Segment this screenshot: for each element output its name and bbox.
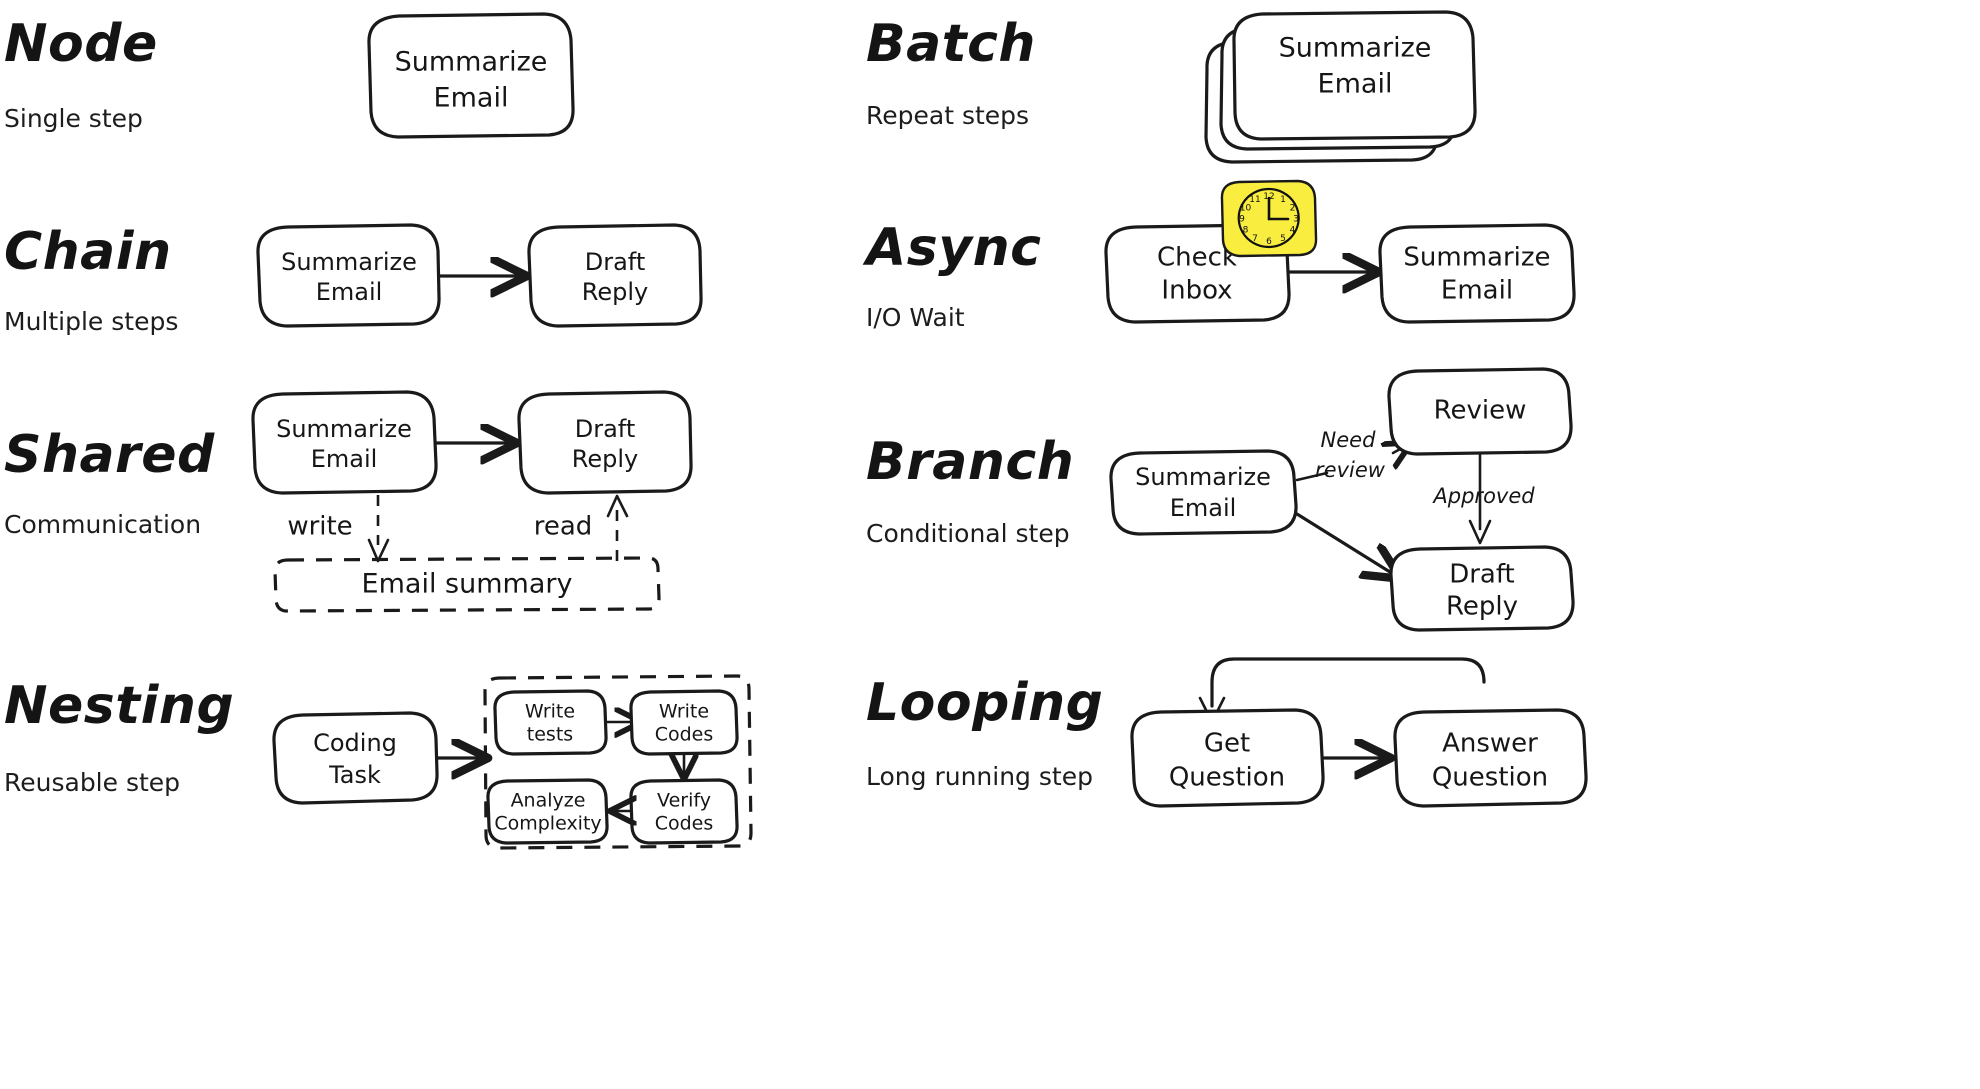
- nesting-n0-line1: Coding: [313, 729, 397, 757]
- clock-icon: 12 1 2 3 4 5 6 7 8 9 10 11: [1220, 179, 1318, 258]
- section-subtitle-batch: Repeat steps: [866, 101, 1030, 130]
- branch-node-review[interactable]: Review: [1387, 367, 1573, 456]
- section-subtitle-shared: Communication: [4, 510, 202, 539]
- looping-n1-line1: Get: [1204, 729, 1250, 759]
- batch-label-line1: Summarize: [1279, 33, 1432, 64]
- chain-node-draft-reply[interactable]: Draft Reply: [527, 223, 703, 328]
- async-node-summarize-email[interactable]: Summarize Email: [1378, 223, 1576, 324]
- chain-n1-line2: Email: [316, 278, 383, 306]
- section-title-nesting: Nesting: [4, 676, 235, 736]
- nesting-node-verify-codes[interactable]: Verify Codes: [629, 778, 739, 845]
- section-title-looping: Looping: [866, 673, 1104, 733]
- section-title-async: Async: [866, 218, 1042, 278]
- branch-edge-review-stub: [1295, 471, 1329, 482]
- section-title-node: Node: [4, 14, 158, 74]
- branch-edge-direct: [1295, 512, 1398, 577]
- chain-n2-line2: Reply: [582, 278, 648, 306]
- branch-node-draft-reply[interactable]: Draft Reply: [1389, 545, 1575, 632]
- svg-text:4: 4: [1290, 226, 1296, 236]
- branch-n2-label: Review: [1434, 396, 1527, 426]
- branch-edge-review-label-line2: review: [1315, 458, 1386, 482]
- looping-node-get-question[interactable]: Get Question: [1130, 708, 1325, 808]
- svg-text:2: 2: [1290, 204, 1296, 214]
- nesting-n1-line1: Write: [525, 701, 575, 723]
- async-n1-line2: Inbox: [1161, 276, 1232, 306]
- svg-text:10: 10: [1240, 204, 1252, 214]
- section-title-shared: Shared: [4, 425, 215, 485]
- node-node-summarize-email[interactable]: Summarize Email: [367, 12, 575, 139]
- nesting-node-coding-task[interactable]: Coding Task: [272, 711, 439, 805]
- nesting-n2-line2: Codes: [655, 724, 714, 746]
- svg-text:6: 6: [1266, 237, 1272, 247]
- svg-text:3: 3: [1293, 215, 1299, 225]
- svg-text:8: 8: [1243, 226, 1249, 236]
- section-subtitle-async: I/O Wait: [866, 303, 965, 332]
- looping-n1-line2: Question: [1169, 763, 1285, 793]
- chain-n1-line1: Summarize: [281, 248, 417, 276]
- branch-n3-line2: Reply: [1446, 592, 1518, 622]
- async-n2-line2: Email: [1441, 276, 1513, 306]
- section-subtitle-looping: Long running step: [866, 762, 1093, 791]
- nesting-n3-line1: Verify: [657, 790, 711, 812]
- nesting-node-write-codes[interactable]: Write Codes: [629, 689, 739, 756]
- node-label-line1: Summarize: [395, 47, 548, 78]
- section-subtitle-chain: Multiple steps: [4, 307, 179, 336]
- section-title-branch: Branch: [866, 432, 1075, 492]
- nesting-node-write-tests[interactable]: Write tests: [493, 689, 608, 756]
- nesting-node-analyze-complexity[interactable]: Analyze Complexity: [486, 778, 609, 845]
- nesting-group-boundary: [483, 674, 753, 850]
- batch-label-line2: Email: [1318, 69, 1393, 100]
- shared-write-label: write: [287, 512, 352, 542]
- shared-node-draft-reply[interactable]: Draft Reply: [517, 390, 693, 495]
- svg-text:12: 12: [1263, 192, 1274, 202]
- nesting-n4-line2: Complexity: [494, 813, 601, 835]
- branch-edge-approved-arrowhead: [1468, 519, 1492, 545]
- nesting-n3-line2: Codes: [655, 813, 714, 835]
- nesting-n2-line1: Write: [659, 701, 709, 723]
- shared-store-email-summary[interactable]: Email summary: [273, 556, 661, 613]
- shared-n2-line2: Reply: [572, 445, 638, 473]
- branch-n3-line1: Draft: [1449, 560, 1515, 590]
- nesting-n1-line2: tests: [527, 724, 573, 746]
- async-n2-line1: Summarize: [1403, 243, 1550, 273]
- looping-node-answer-question[interactable]: Answer Question: [1393, 708, 1588, 808]
- nesting-n4-line1: Analyze: [511, 790, 586, 812]
- branch-node-summarize-email[interactable]: Summarize Email: [1109, 449, 1298, 536]
- shared-store-label: Email summary: [362, 569, 573, 600]
- branch-edge-review-label-line1: Need: [1321, 428, 1377, 452]
- branch-n1-line2: Email: [1170, 494, 1237, 522]
- svg-text:5: 5: [1280, 234, 1286, 244]
- node-label-line2: Email: [434, 83, 509, 114]
- chain-n2-line1: Draft: [585, 248, 646, 276]
- section-subtitle-nesting: Reusable step: [4, 768, 181, 797]
- looping-edge-back: [1210, 657, 1486, 708]
- svg-text:7: 7: [1252, 234, 1258, 244]
- section-subtitle-node: Single step: [4, 104, 143, 133]
- svg-text:9: 9: [1239, 215, 1245, 225]
- nesting-n0-line2: Task: [328, 761, 381, 789]
- chain-node-summarize-email[interactable]: Summarize Email: [256, 223, 441, 328]
- shared-n1-line2: Email: [311, 445, 378, 473]
- section-title-batch: Batch: [866, 14, 1036, 74]
- looping-n2-line2: Question: [1432, 763, 1548, 793]
- shared-n2-line1: Draft: [575, 415, 636, 443]
- section-title-chain: Chain: [4, 222, 172, 282]
- svg-text:11: 11: [1249, 195, 1260, 205]
- shared-n1-line1: Summarize: [276, 415, 412, 443]
- branch-edge-approved-label: Approved: [1431, 484, 1535, 508]
- section-subtitle-branch: Conditional step: [866, 519, 1070, 548]
- shared-read-arrowhead: [606, 494, 629, 518]
- branch-n1-line1: Summarize: [1135, 463, 1271, 491]
- looping-n2-line1: Answer: [1442, 729, 1538, 759]
- shared-node-summarize-email[interactable]: Summarize Email: [251, 390, 438, 495]
- shared-read-label: read: [534, 512, 593, 542]
- svg-text:1: 1: [1280, 195, 1286, 205]
- batch-stack[interactable]: Summarize Email: [1204, 10, 1477, 164]
